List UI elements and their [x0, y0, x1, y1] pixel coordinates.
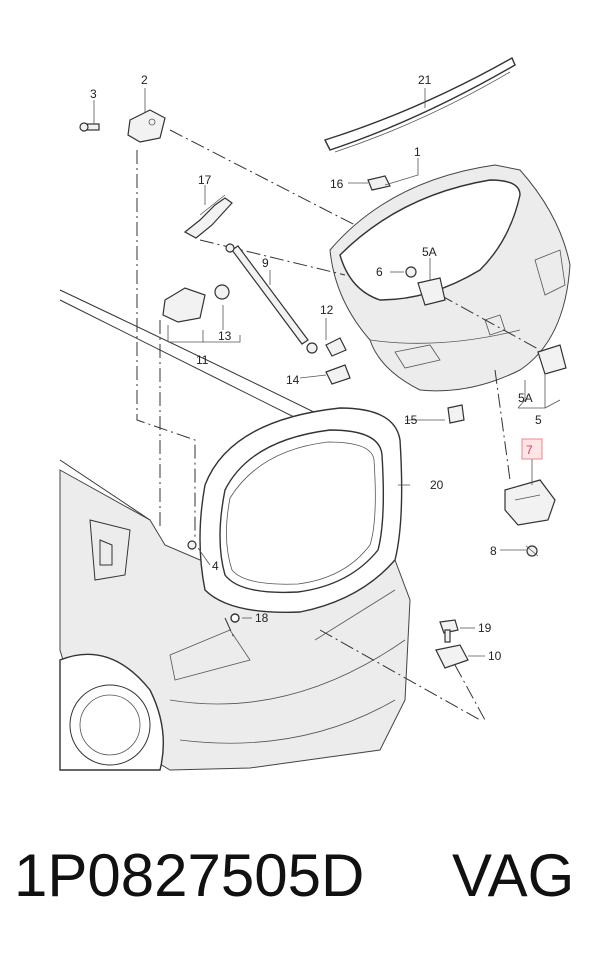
callout-10: 19: [478, 621, 492, 635]
strut-bracket: [162, 284, 230, 323]
screw-part: [525, 545, 539, 557]
callout-14: 13: [218, 329, 232, 343]
callout-16: 18: [255, 611, 269, 625]
cable-part: [183, 194, 233, 239]
callout-13: 11: [196, 353, 209, 367]
callout-12: 12: [320, 303, 334, 317]
buffer-part: [447, 404, 465, 424]
callout-4: 4: [212, 559, 219, 573]
callout-11: 9: [262, 256, 269, 270]
lock-assembly: [504, 479, 556, 526]
striker-part: [435, 644, 469, 669]
callout-6: 6: [376, 265, 383, 279]
callout-5: 5: [535, 413, 542, 427]
clip-part: [367, 175, 391, 191]
exploded-parts-diagram: 21 2 3 1 16 17 9 5A 6 12 13 11 14 5A 5 1…: [59, 57, 571, 771]
callout-3: 3: [90, 87, 97, 101]
tailgate-seal: [199, 407, 403, 614]
callout-labels: 21 2 3 1 16 17 9 5A 6 12 13 11 14 5A 5 1…: [90, 73, 542, 663]
bolt-part-10: [439, 619, 459, 643]
nut-part: [405, 266, 417, 278]
ball-stud: [325, 337, 351, 385]
callout-8: 8: [490, 544, 497, 558]
bolt-part: [79, 122, 100, 132]
callout-15: 14: [286, 373, 300, 387]
nut-part-4: [187, 540, 197, 550]
grommet-part: [230, 613, 240, 623]
callout-5a-right: 5A: [518, 391, 533, 405]
part-number: 1P0827505D: [14, 842, 365, 909]
assembly-lines: [136, 129, 541, 721]
callout-17: 15: [404, 413, 418, 427]
callout-9: 10: [488, 649, 502, 663]
gas-strut: [225, 243, 318, 354]
brand-name: VAG: [452, 842, 575, 909]
callout-19: 17: [198, 173, 212, 187]
leader-lines: [93, 88, 561, 657]
callout-21: 21: [418, 73, 432, 87]
callout-7: 7: [526, 443, 533, 457]
tailgate: [329, 164, 571, 392]
rear-spoiler: [324, 57, 516, 153]
callout-1: 1: [414, 145, 421, 159]
callout-20: 20: [430, 478, 444, 492]
bracket-5a: [417, 277, 446, 306]
callout-2: 2: [141, 73, 148, 87]
callout-5a-top: 5A: [422, 245, 437, 259]
hinge-part: [127, 109, 166, 143]
release-button: [537, 344, 567, 375]
callout-18: 16: [330, 177, 344, 191]
highlight-box: [521, 438, 543, 460]
